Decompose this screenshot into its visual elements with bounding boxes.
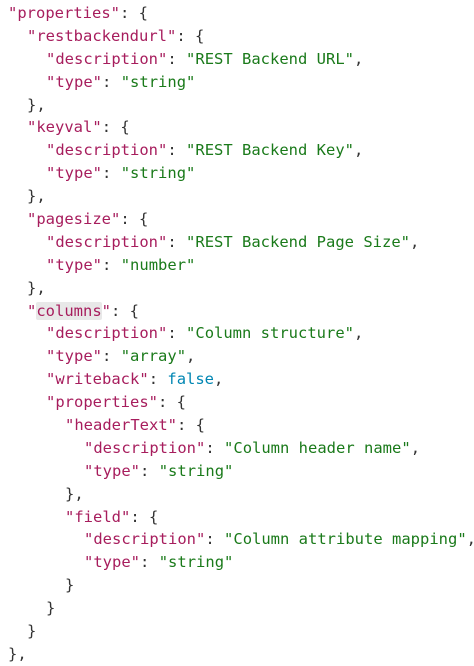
code-line: }, — [27, 95, 46, 114]
code-line: "writeback": false, — [46, 370, 224, 389]
code-line: }, — [8, 644, 27, 663]
json-string: "REST Backend Page Size" — [186, 232, 411, 251]
json-key: "type" — [46, 72, 103, 91]
json-key: "keyval" — [27, 118, 102, 137]
code-line: }, — [27, 187, 46, 206]
code-line: "keyval": { — [27, 118, 130, 137]
json-key: "columns" — [27, 301, 112, 320]
code-line: "type": "number" — [46, 255, 196, 274]
json-key: "description" — [84, 530, 206, 549]
code-line: "restbackendurl": { — [27, 26, 205, 45]
json-key: "type" — [84, 553, 141, 572]
code-line: "type": "string" — [46, 164, 196, 183]
json-key: "restbackendurl" — [27, 26, 177, 45]
code-line: "headerText": { — [65, 416, 206, 435]
code-line: "type": "string" — [84, 461, 234, 480]
code-line: "description": "REST Backend Page Size", — [46, 232, 420, 251]
json-key: "properties" — [8, 4, 121, 22]
json-string: "array" — [120, 347, 187, 366]
json-key: "description" — [46, 49, 168, 68]
json-string: "Column structure" — [186, 324, 355, 343]
json-string: "REST Backend Key" — [186, 141, 355, 160]
json-key: "description" — [46, 232, 168, 251]
json-key: "writeback" — [46, 370, 149, 389]
json-key: "type" — [46, 164, 103, 183]
code-line: "type": "array", — [46, 347, 196, 366]
json-string: "Column header name" — [224, 438, 411, 457]
code-line: } — [46, 599, 56, 618]
json-key: "field" — [65, 507, 131, 526]
json-boolean: false — [167, 370, 215, 389]
code-line: "description": "REST Backend URL", — [46, 49, 364, 68]
json-key: "type" — [46, 255, 103, 274]
json-string: "Column attribute mapping" — [224, 530, 467, 549]
code-line: }, — [27, 278, 46, 297]
json-key: "description" — [46, 141, 168, 160]
code-line: } — [65, 576, 75, 595]
json-key: "properties" — [46, 393, 159, 412]
json-key: "type" — [84, 461, 141, 480]
json-key: "type" — [46, 347, 103, 366]
json-string: "string" — [120, 164, 196, 183]
code-line: "type": "string" — [84, 553, 234, 572]
code-line: "type": "string" — [46, 72, 196, 91]
code-line: "properties": { — [46, 393, 187, 412]
code-line: "columns": { — [27, 301, 140, 320]
code-line: "field": { — [65, 507, 159, 526]
code-line: }, — [65, 484, 84, 503]
json-string: "string" — [158, 461, 234, 480]
json-string: "string" — [120, 72, 196, 91]
json-string: "REST Backend URL" — [186, 49, 355, 68]
code-line: "properties": { — [8, 4, 149, 22]
code-line: "description": "Column header name", — [84, 438, 421, 457]
json-key: "description" — [84, 438, 206, 457]
json-key: "headerText" — [65, 416, 178, 435]
code-line: "pagesize": { — [27, 210, 149, 229]
code-line: "description": "Column structure", — [46, 324, 364, 343]
json-key: "pagesize" — [27, 210, 121, 229]
code-line: } — [27, 622, 37, 641]
json-key: "description" — [46, 324, 168, 343]
code-line: "description": "REST Backend Key", — [46, 141, 364, 160]
code-line: "description": "Column attribute mapping… — [84, 530, 474, 549]
json-string: "number" — [120, 255, 196, 274]
json-string: "string" — [158, 553, 234, 572]
highlighted-key: columns — [36, 301, 102, 320]
